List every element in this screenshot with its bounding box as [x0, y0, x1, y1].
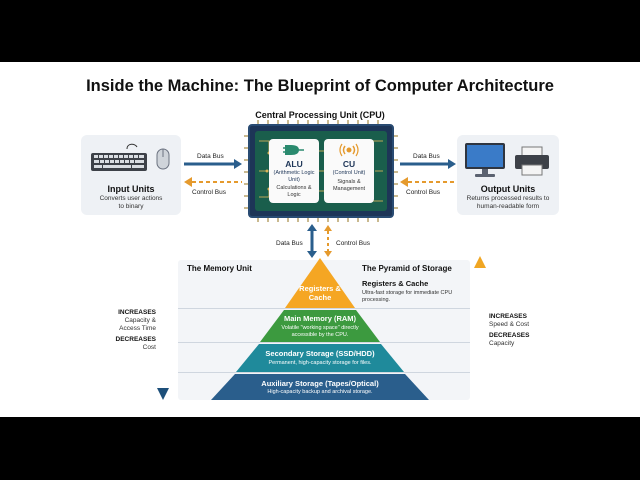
cu-subtitle: (Control Unit) [332, 170, 366, 176]
memory-divider [178, 308, 470, 309]
output-units-title: Output Units [480, 184, 536, 194]
tier-registers-shape [285, 258, 355, 308]
left-decreases-label: DECREASES [115, 336, 156, 343]
input-units-desc: Converts user actions to binary [99, 195, 163, 210]
left-control-bus-arrow [184, 177, 242, 187]
mouse-icon [156, 148, 170, 170]
pyramid-title: The Pyramid of Storage [362, 264, 452, 273]
logic-gate-icon [283, 145, 304, 155]
tier-secondary-shape [236, 344, 404, 372]
tier-ram-shape [260, 310, 380, 342]
left-decreases-items: Cost [142, 344, 156, 351]
left-increases-items: Capacity & Access Time [119, 317, 156, 332]
signal-icon [339, 143, 359, 157]
left-data-bus-label: Data Bus [197, 153, 224, 160]
diagram-title: Inside the Machine: The Blueprint of Com… [86, 77, 554, 95]
left-control-bus-label: Control Bus [192, 189, 226, 196]
cu-desc: Signals & Management [332, 179, 366, 192]
bottom-control-bus-label: Control Bus [336, 240, 370, 247]
cpu-title: Central Processing Unit (CPU) [255, 110, 385, 120]
tier-auxiliary-shape [211, 374, 429, 400]
right-decreases-items: Capacity [489, 340, 515, 347]
left-capacity-arrow [157, 256, 169, 400]
bottom-data-bus-arrow [307, 224, 317, 258]
tier-auxiliary-title: Auxiliary Storage (Tapes/Optical) [261, 379, 379, 388]
cu-title: CU [342, 159, 356, 169]
tier-auxiliary-desc: High-capacity backup and archival storag… [267, 389, 373, 395]
cpu-circuit-board: ALU (Arithmetic Logic Unit) Calculations… [255, 131, 387, 211]
left-data-bus-arrow [184, 159, 242, 169]
alu-title: ALU [285, 159, 303, 169]
output-units-box: Output Units Returns processed results t… [457, 135, 559, 215]
right-increases-items: Speed & Cost [489, 321, 530, 328]
right-speed-arrow [474, 256, 486, 402]
input-units-title: Input Units [107, 184, 155, 194]
tier-registers-title: Registers & Cache [299, 284, 341, 302]
memory-divider [178, 342, 470, 343]
tier-secondary-desc: Permanent, high-capacity storage for fil… [268, 360, 372, 366]
tier-secondary-title: Secondary Storage (SSD/HDD) [265, 349, 375, 358]
tier-ram-title: Main Memory (RAM) [283, 314, 357, 323]
output-units-desc: Returns processed results to human-reada… [466, 195, 550, 210]
alu-desc: Calculations & Logic [276, 185, 312, 198]
right-decreases-label: DECREASES [489, 332, 530, 339]
input-units-box: Input Units Converts user actions to bin… [81, 135, 181, 215]
right-increases-label: INCREASES [489, 313, 527, 320]
right-control-bus-arrow [400, 177, 456, 187]
keyboard-icon [91, 143, 147, 171]
alu-chip: ALU (Arithmetic Logic Unit) Calculations… [269, 139, 319, 203]
memory-unit-title: The Memory Unit [187, 264, 252, 273]
left-increases-label: INCREASES [118, 309, 156, 316]
right-data-bus-label: Data Bus [413, 153, 440, 160]
right-control-bus-label: Control Bus [406, 189, 440, 196]
memory-divider [178, 372, 470, 373]
diagram-canvas: Inside the Machine: The Blueprint of Com… [0, 62, 640, 417]
monitor-icon [465, 143, 505, 177]
bottom-control-bus-arrow [324, 225, 332, 257]
bottom-data-bus-label: Data Bus [276, 240, 303, 247]
cu-chip: CU (Control Unit) Signals & Management [324, 139, 374, 203]
tier-ram-desc: Volatile "working space" directly access… [281, 325, 359, 338]
alu-subtitle: (Arithmetic Logic Unit) [273, 170, 315, 183]
printer-icon [515, 146, 549, 176]
registers-side-desc: Ultra-fast storage for immediate CPU pro… [362, 290, 453, 303]
storage-pyramid [211, 258, 429, 400]
cpu-board: ALU (Arithmetic Logic Unit) Calculations… [248, 124, 394, 218]
registers-side-title: Registers & Cache [362, 279, 429, 288]
right-data-bus-arrow [400, 159, 456, 169]
